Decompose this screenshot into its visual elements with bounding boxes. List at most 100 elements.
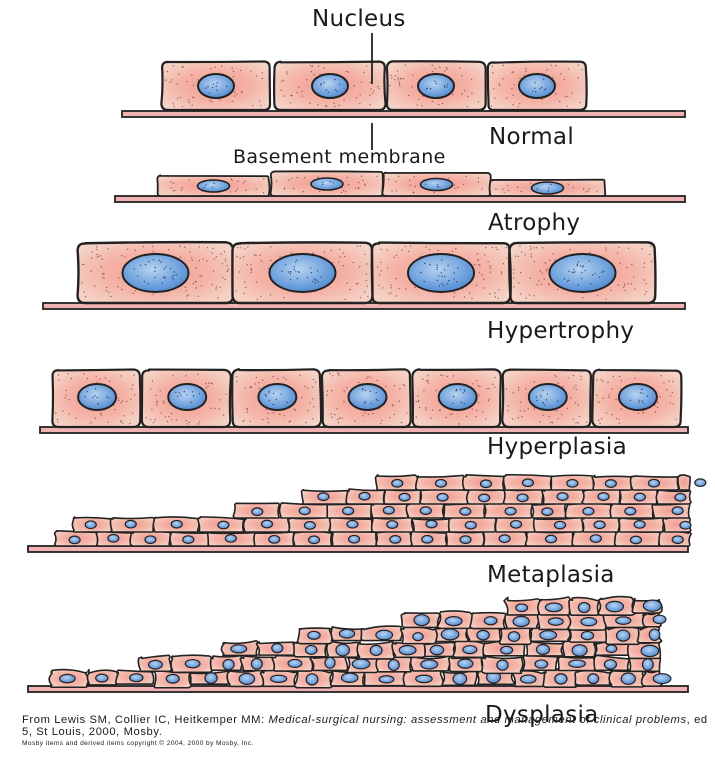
dysplasia-cell xyxy=(642,670,671,686)
nucleus xyxy=(653,674,671,684)
nucleus xyxy=(619,384,657,410)
figure-credit: From Lewis SM, Collier IC, Heitkemper MM… xyxy=(22,714,712,747)
nucleus xyxy=(519,74,555,98)
nucleus xyxy=(418,74,454,98)
dysplasia-cell xyxy=(643,612,666,627)
dysplasia-cell xyxy=(424,643,455,657)
credit-title: Medical-surgical nursing: assessment and… xyxy=(269,714,687,726)
metaplasia-cell xyxy=(659,531,691,546)
nucleus xyxy=(625,507,636,515)
nucleus xyxy=(508,632,519,642)
atrophy-cell xyxy=(382,173,490,196)
metaplasia-cell xyxy=(327,504,372,518)
nucleus xyxy=(359,492,370,500)
nucleus xyxy=(336,644,349,656)
nucleus xyxy=(435,480,446,488)
atrophy-cell xyxy=(157,175,269,196)
hyperplasia-cell xyxy=(502,370,591,427)
nucleus xyxy=(349,384,387,410)
nucleus xyxy=(513,616,529,626)
dysplasia-cell xyxy=(138,655,171,671)
nucleus xyxy=(96,674,108,682)
nucleus xyxy=(270,254,336,292)
metaplasia-cell xyxy=(233,503,279,518)
nucleus xyxy=(271,675,287,682)
hypertrophy-label: Hypertrophy xyxy=(487,318,634,344)
metaplasia-cell xyxy=(572,531,616,546)
nucleus xyxy=(583,507,594,515)
dysplasia-cell xyxy=(482,656,523,673)
dysplasia-cell xyxy=(605,627,640,645)
metaplasia-cell xyxy=(495,517,535,532)
dysplasia-cell xyxy=(357,642,395,659)
normal-cell xyxy=(274,62,385,110)
nucleus xyxy=(529,384,567,410)
nucleus xyxy=(108,535,119,543)
nucleus xyxy=(311,178,343,190)
metaplasia-cell xyxy=(411,531,447,546)
metaplasia-cell xyxy=(551,475,594,490)
nucleus xyxy=(225,535,236,543)
basement-membrane-label: Basement membrane xyxy=(233,146,446,168)
dysplasia-cell xyxy=(558,657,597,671)
dysplasia-cell xyxy=(437,611,473,628)
dysplasia-cell xyxy=(260,670,297,686)
nucleus xyxy=(426,520,437,528)
dysplasia-cell xyxy=(211,656,243,671)
dysplasia-cell xyxy=(171,655,213,672)
nucleus xyxy=(695,479,706,487)
nucleus xyxy=(630,536,641,544)
nucleus xyxy=(343,507,354,515)
metaplasia-cell xyxy=(416,475,464,490)
dysplasia-cell xyxy=(435,627,468,641)
dysplasia-cell xyxy=(361,626,402,641)
nucleus xyxy=(60,674,76,682)
nucleus xyxy=(581,618,597,626)
metaplasia-cell xyxy=(288,517,331,532)
dysplasia-cell xyxy=(49,670,88,688)
dysplasia-cell xyxy=(609,670,645,687)
metaplasia-cell xyxy=(375,475,417,490)
nucleus xyxy=(634,521,645,529)
metaplasia-cell xyxy=(582,517,620,532)
metaplasia-cell xyxy=(678,475,706,490)
metaplasia-cell xyxy=(406,503,444,518)
dysplasia-cell xyxy=(632,599,662,613)
nucleus xyxy=(218,521,229,529)
nucleus xyxy=(458,659,473,668)
nucleus xyxy=(349,535,360,543)
nucleus xyxy=(542,508,553,516)
nucleus xyxy=(149,660,163,669)
nucleus xyxy=(376,630,393,640)
nucleus xyxy=(588,674,599,684)
cell-body xyxy=(652,503,689,518)
nucleus xyxy=(555,674,567,684)
nucleus xyxy=(672,536,683,544)
metaplasia-cell xyxy=(620,489,657,504)
metaplasia-cell xyxy=(254,532,294,546)
metaplasia-label: Metaplasia xyxy=(487,562,615,588)
nucleus xyxy=(546,535,557,543)
hypertrophy-cell xyxy=(509,242,655,303)
credit-copyright: Mosby items and derived items copyright … xyxy=(22,740,712,747)
atrophy-cell xyxy=(271,171,383,196)
hyperplasia-label: Hyperplasia xyxy=(487,434,627,460)
nucleus xyxy=(460,508,471,516)
metaplasia-cell xyxy=(130,531,170,546)
nucleus xyxy=(437,493,448,501)
nucleus xyxy=(223,659,234,669)
nucleus xyxy=(648,479,659,487)
metaplasia-cell xyxy=(484,503,532,518)
nucleus xyxy=(680,521,691,529)
metaplasia-cell xyxy=(504,489,544,504)
metaplasia-cell xyxy=(330,517,373,532)
nucleus xyxy=(605,480,616,488)
nucleus xyxy=(569,660,586,667)
nucleus xyxy=(420,507,431,515)
metaplasia-cell xyxy=(631,476,679,490)
nucleus xyxy=(130,674,143,682)
nucleus xyxy=(477,630,489,640)
nucleus xyxy=(421,660,438,669)
cell-body xyxy=(678,475,690,490)
nucleus xyxy=(497,660,508,670)
